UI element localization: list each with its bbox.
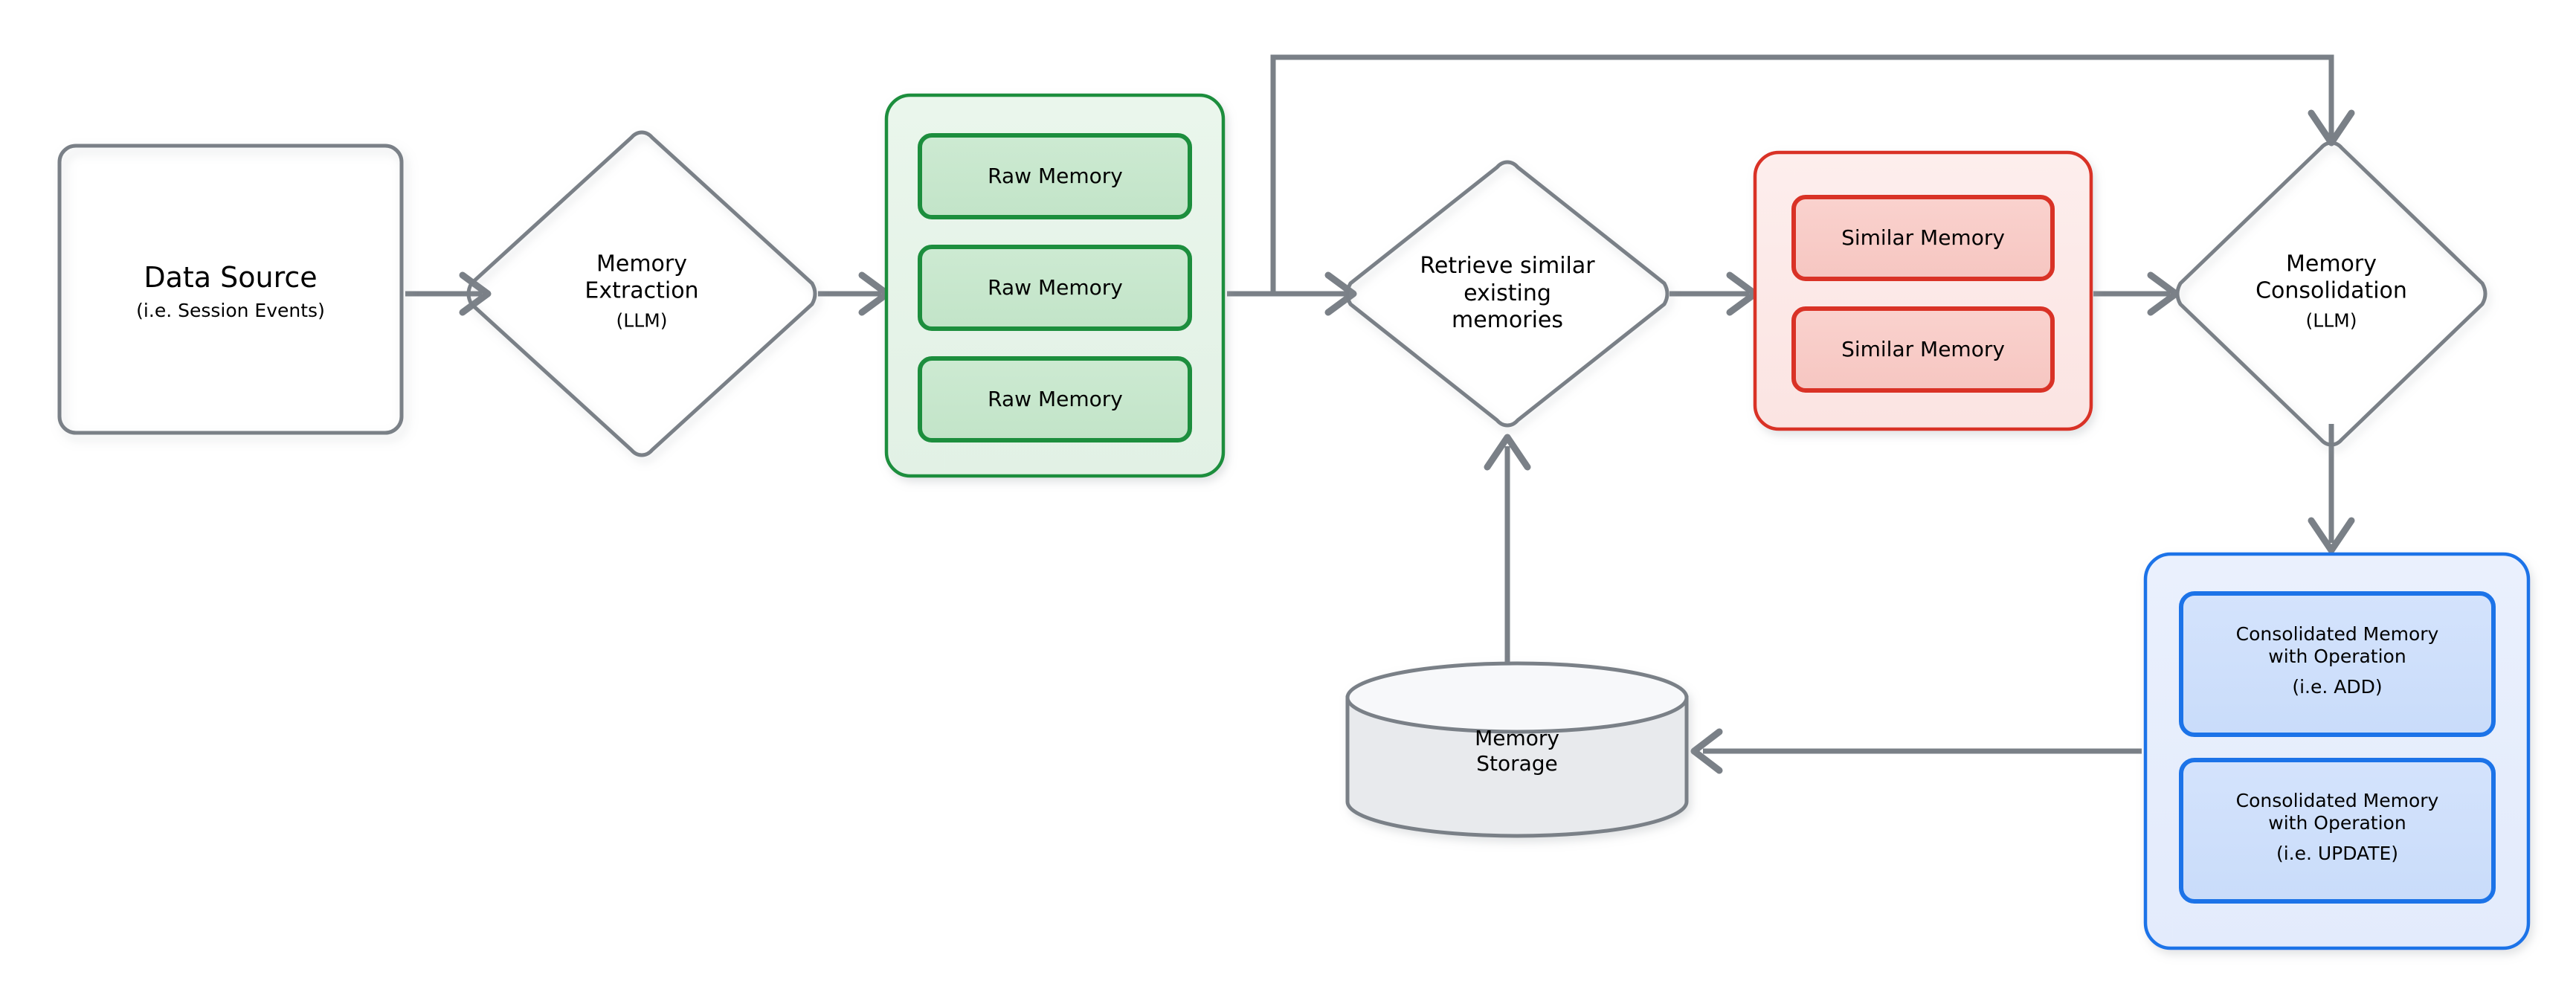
edge-raw-to-retrieve: [1227, 271, 1357, 316]
consolidated-memory-item-1[interactable]: [2179, 758, 2496, 904]
similar-memory-item-0[interactable]: [1791, 195, 2055, 281]
raw-memory-item-1[interactable]: [918, 245, 1192, 331]
consolidated-memory-item-0[interactable]: [2179, 591, 2496, 737]
node-similar-memory-group[interactable]: [1753, 150, 2093, 431]
edge-extraction-to-raw: [818, 271, 891, 316]
node-consolidated-memory-group[interactable]: [2143, 552, 2531, 950]
node-retrieve-similar[interactable]: [1345, 160, 1669, 428]
node-data-source[interactable]: [57, 144, 404, 435]
raw-memory-item-0[interactable]: [918, 133, 1192, 219]
edge-similar-to-consolidation: [2093, 271, 2180, 316]
node-memory-storage[interactable]: [1345, 661, 1689, 838]
edge-consolidated-to-storage: [1690, 728, 2142, 774]
edge-storage-to-retrieve: [1484, 434, 1531, 669]
node-memory-extraction[interactable]: [466, 130, 817, 457]
edge-retrieve-to-similar: [1669, 271, 1759, 316]
node-raw-memory-group[interactable]: [884, 93, 1226, 478]
raw-memory-item-2[interactable]: [918, 356, 1192, 442]
node-memory-consolidation[interactable]: [2175, 141, 2488, 447]
similar-memory-item-1[interactable]: [1791, 306, 2055, 393]
